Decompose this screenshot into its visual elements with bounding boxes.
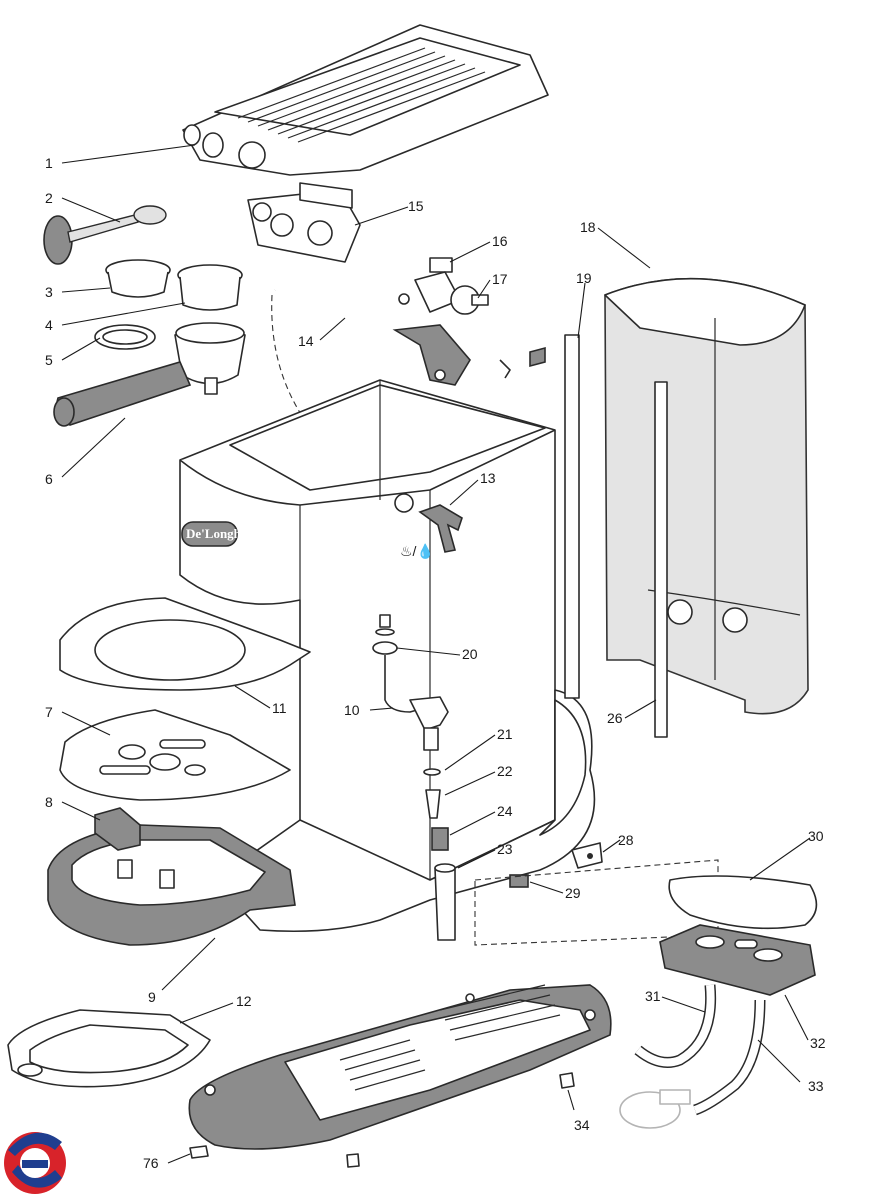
part-18-water-tank (604, 277, 809, 715)
part-32-valve-base (659, 924, 816, 996)
part-22-nozzle (425, 789, 441, 819)
part-23-cappuccino-sleeve (434, 863, 456, 941)
callout-29: 29 (565, 885, 581, 901)
part-10-steam-wand (384, 655, 449, 751)
corner-logo-icon (4, 1132, 66, 1194)
part-17-selector-knob-shaft (414, 271, 489, 315)
part-20-steam-valve-seat (372, 614, 398, 655)
part-9-drip-tray (47, 824, 296, 946)
callout-31: 31 (645, 988, 661, 1004)
callout-21: 21 (497, 726, 513, 742)
callout-6: 6 (45, 471, 53, 487)
machine-base-frame (214, 689, 596, 933)
callout-1: 1 (45, 155, 53, 171)
part-16-switch (429, 257, 453, 273)
part-34-foot (559, 1072, 575, 1089)
callout-18: 18 (580, 219, 596, 235)
switch-bracket (392, 324, 546, 386)
part-15-control-panel (247, 182, 361, 263)
callout-12: 12 (236, 993, 252, 1009)
part-21-o-ring (423, 768, 441, 776)
callout-76: 76 (143, 1155, 159, 1171)
callout-7: 7 (45, 704, 53, 720)
callout-33: 33 (808, 1078, 824, 1094)
callout-4: 4 (45, 317, 53, 333)
part-14-steam-tube (273, 275, 410, 328)
part-28-connector (571, 842, 603, 869)
callout-28: 28 (618, 832, 634, 848)
part-76-clip (189, 1145, 209, 1159)
part-19-side-strip (564, 334, 580, 699)
svg-text:♨/💧: ♨/💧 (400, 543, 434, 560)
part-24-nozzle-tip (431, 827, 449, 851)
callout-30: 30 (808, 828, 824, 844)
part-5-filter-ring (94, 324, 156, 350)
pump-ghost (619, 1089, 691, 1129)
callout-24: 24 (497, 803, 513, 819)
callout-5: 5 (45, 352, 53, 368)
callout-14: 14 (298, 333, 314, 349)
part-6-portafilter (53, 322, 246, 427)
part-8-float (94, 807, 141, 851)
part-2-measuring-scoop (43, 205, 167, 265)
callout-9: 9 (148, 989, 156, 1005)
callout-22: 22 (497, 763, 513, 779)
brand-badge-text: De'Longhi (186, 526, 245, 541)
part-12-small-tray (7, 1009, 211, 1088)
callout-2: 2 (45, 190, 53, 206)
callout-23: 23 (497, 841, 513, 857)
callout-15: 15 (408, 198, 424, 214)
callout-10: 10 (344, 702, 360, 718)
callout-3: 3 (45, 284, 53, 300)
callout-17: 17 (492, 271, 508, 287)
callout-34: 34 (574, 1117, 590, 1133)
part-1-top-cover (182, 24, 549, 176)
callout-13: 13 (480, 470, 496, 486)
part-3-filter-one-cup (105, 259, 171, 298)
leader-lines (61, 144, 811, 1164)
part-31-hose (634, 984, 717, 1068)
part-29-microswitch (509, 874, 529, 888)
part-26-level-strip (654, 381, 668, 738)
callout-8: 8 (45, 794, 53, 810)
callout-26: 26 (607, 710, 623, 726)
part-11-drip-support (59, 597, 311, 691)
machine-base-plate (188, 984, 612, 1150)
callout-32: 32 (810, 1035, 826, 1051)
part-7-cup-grill (59, 709, 291, 801)
part-34b-foot (346, 1153, 360, 1168)
machine-main-body: De'Longhi ♨/💧 (179, 379, 556, 881)
callout-labels: 1 2 3 4 5 6 7 8 9 10 11 12 13 14 15 16 1… (45, 155, 826, 1171)
routing-line-base (474, 859, 719, 946)
callout-19: 19 (576, 270, 592, 286)
callout-20: 20 (462, 646, 478, 662)
callout-16: 16 (492, 233, 508, 249)
part-4-filter-two-cups (177, 264, 243, 311)
callout-11: 11 (272, 700, 287, 716)
part-33-hose (693, 999, 766, 1116)
part-30-gasket (668, 875, 818, 930)
